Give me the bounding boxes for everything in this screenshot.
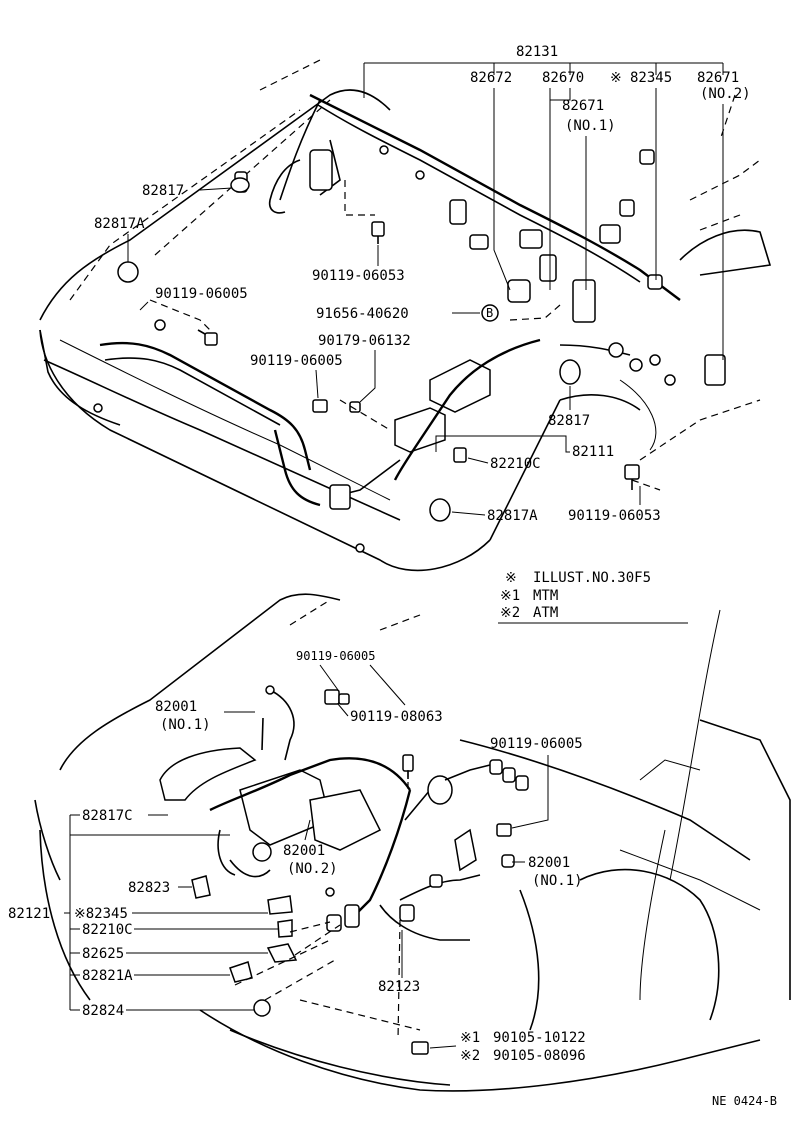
label-90119-06053-top: 90119-06053 bbox=[312, 268, 405, 284]
upper-engine-bay-illustration bbox=[39, 59, 772, 572]
bolt-icon bbox=[312, 399, 328, 413]
label-90105-10122: 90105-10122 bbox=[493, 1030, 586, 1046]
label-90179-06132: 90179-06132 bbox=[318, 333, 411, 349]
label-82111: 82111 bbox=[572, 444, 614, 460]
label-82817A-top: 82817A bbox=[94, 216, 145, 232]
label-90119-06005-mid: 90119-06005 bbox=[250, 353, 343, 369]
label-82817-mid: 82817 bbox=[548, 413, 590, 429]
label-82824: 82824 bbox=[82, 1003, 124, 1019]
label-no1-c: (NO.1) bbox=[532, 873, 583, 889]
part-82824-icon bbox=[253, 999, 271, 1017]
label-no2-a: (NO.2) bbox=[700, 86, 751, 102]
part-82821A-icon bbox=[229, 961, 253, 983]
label-star-mark: ※ bbox=[610, 70, 622, 86]
grommet-82817-mid bbox=[559, 359, 581, 385]
part-82210C-icon bbox=[277, 919, 293, 938]
label-82345: 82345 bbox=[630, 70, 672, 86]
marker-b: B bbox=[486, 306, 493, 320]
label-82817C: 82817C bbox=[82, 808, 133, 824]
grommet-82817A-lower bbox=[429, 498, 451, 522]
part-82823-icon bbox=[191, 875, 211, 899]
part-82625-icon bbox=[266, 943, 298, 963]
label-82001-c: 82001 bbox=[528, 855, 570, 871]
upper-callouts: 82131 82672 82670 ※ 82345 82671 (NO.2) 8… bbox=[94, 44, 751, 524]
label-82671-no2: 82671 bbox=[697, 70, 739, 86]
label-82001-b: 82001 bbox=[283, 843, 325, 859]
label-90119-08063: 90119-08063 bbox=[350, 709, 443, 725]
label-82001-a: 82001 bbox=[155, 699, 197, 715]
bolt-icon bbox=[371, 221, 385, 244]
label-90119-06005-bottom-a: 90119-06005 bbox=[296, 649, 375, 663]
grommet-82817-top bbox=[230, 177, 250, 193]
marker-b-icon bbox=[481, 304, 499, 322]
label-82671-no1: 82671 bbox=[562, 98, 604, 114]
bolt-icon bbox=[324, 689, 340, 705]
label-star-82345: ※82345 bbox=[74, 906, 128, 922]
lower-callouts: 90119-06005 82001 (NO.1) 90119-08063 901… bbox=[8, 649, 777, 1108]
label-90105-08096: 90105-08096 bbox=[493, 1048, 586, 1064]
label-82817-top: 82817 bbox=[142, 183, 184, 199]
label-no1-b: (NO.1) bbox=[160, 717, 211, 733]
label-mark1: ※1 bbox=[460, 1030, 480, 1046]
legend-mark-1: ※ bbox=[505, 570, 517, 586]
label-mark2: ※2 bbox=[460, 1048, 480, 1064]
bolt-icon bbox=[411, 1041, 429, 1055]
label-82821A: 82821A bbox=[82, 968, 133, 984]
label-no2-b: (NO.2) bbox=[287, 861, 338, 877]
label-90119-06005-top: 90119-06005 bbox=[155, 286, 248, 302]
part-82345-icon bbox=[267, 895, 293, 915]
bolt-icon bbox=[338, 693, 350, 705]
legend-mark-3: ※2 bbox=[500, 605, 520, 621]
label-91656-40620: 91656-40620 bbox=[316, 306, 409, 322]
label-82210C-top: 82210C bbox=[490, 456, 541, 472]
grommet-82817A-top bbox=[117, 261, 139, 283]
legend: ※ ILLUST.NO.30F5 ※1 MTM ※2 ATM bbox=[498, 570, 688, 624]
legend-text-illust: ILLUST.NO.30F5 bbox=[533, 570, 651, 586]
label-82823: 82823 bbox=[128, 880, 170, 896]
bolt-icon bbox=[349, 401, 361, 413]
label-82817A-lower: 82817A bbox=[487, 508, 538, 524]
label-no1-a: (NO.1) bbox=[565, 118, 616, 134]
doc-reference: NE 0424-B bbox=[712, 1094, 777, 1108]
bolt-icon bbox=[197, 329, 218, 346]
bolt-icon bbox=[624, 464, 640, 490]
label-90119-06005-bottom-b: 90119-06005 bbox=[490, 736, 583, 752]
legend-text-atm: ATM bbox=[533, 605, 558, 621]
label-82131: 82131 bbox=[516, 44, 558, 60]
legend-text-mtm: MTM bbox=[533, 588, 558, 604]
bolt-icon bbox=[496, 823, 512, 837]
lower-engine-bay-illustration bbox=[34, 593, 791, 1092]
label-90119-06053-lower: 90119-06053 bbox=[568, 508, 661, 524]
legend-mark-2: ※1 bbox=[500, 588, 520, 604]
label-82670: 82670 bbox=[542, 70, 584, 86]
label-82672: 82672 bbox=[470, 70, 512, 86]
label-82210C-bottom: 82210C bbox=[82, 922, 133, 938]
label-82123: 82123 bbox=[378, 979, 420, 995]
label-82625: 82625 bbox=[82, 946, 124, 962]
label-82121: 82121 bbox=[8, 906, 50, 922]
